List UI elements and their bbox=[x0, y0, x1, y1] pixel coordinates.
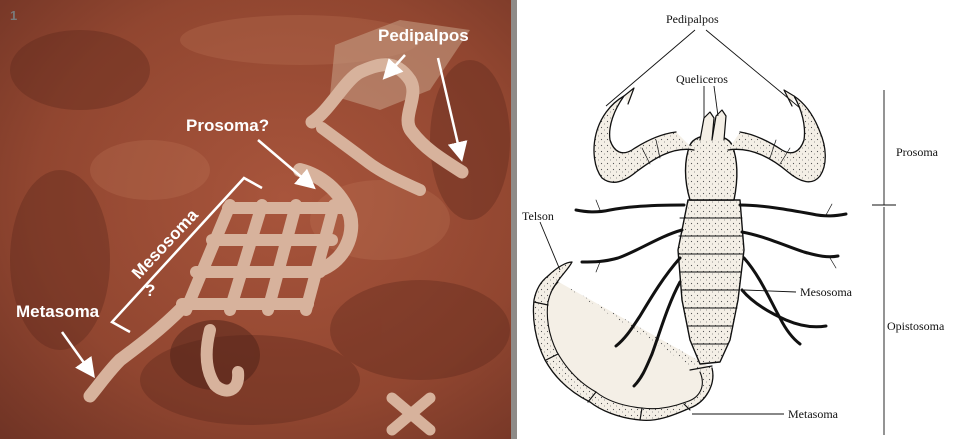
drawing-label-opistosoma: Opistosoma bbox=[887, 319, 945, 333]
drawing-label-telson: Telson bbox=[522, 209, 554, 223]
photo-label-prosoma: Prosoma? bbox=[186, 116, 269, 135]
photo-label-mesosoma-question: ? bbox=[145, 281, 155, 300]
panel-badge: 1 bbox=[10, 8, 17, 23]
telson-leader bbox=[540, 222, 560, 270]
mesosoma-leader bbox=[744, 290, 796, 292]
photo-label-pedipalps: Pedipalpos bbox=[378, 26, 469, 45]
scorpion-drawing bbox=[533, 88, 846, 420]
drawing-label-prosoma: Prosoma bbox=[896, 145, 939, 159]
drawing-label-pedipalps: Pedipalpos bbox=[666, 12, 719, 26]
drawing-label-mesosoma: Mesosoma bbox=[800, 285, 853, 299]
pedipalps-leader-right bbox=[706, 30, 800, 108]
photo-label-metasoma: Metasoma bbox=[16, 302, 100, 321]
pedipalps-leader-left bbox=[606, 30, 695, 106]
drawing-label-metasoma: Metasoma bbox=[788, 407, 839, 421]
chelicerae-leader-right bbox=[714, 86, 718, 116]
drawing-label-chelicerae: Queliceros bbox=[676, 72, 728, 86]
